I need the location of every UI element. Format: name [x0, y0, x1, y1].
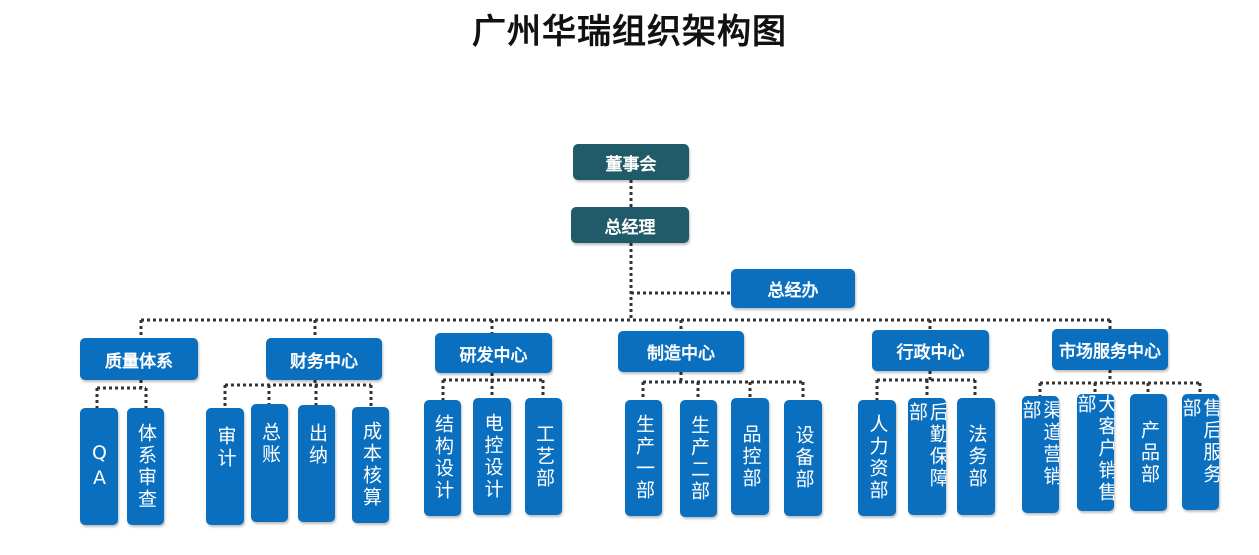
- node-process-dept: 工艺部: [525, 398, 562, 515]
- node-cashier: 出纳: [298, 405, 335, 522]
- node-board: 董事会: [573, 144, 689, 180]
- node-audit: 审计: [206, 408, 244, 525]
- node-general-manager: 总经理: [571, 207, 689, 243]
- node-structural-design: 结构设计: [424, 400, 461, 516]
- node-quality-control: 品控部: [731, 398, 769, 515]
- node-market-service-center: 市场服务中心: [1052, 329, 1168, 370]
- node-after-sales-service: 售后服务部: [1182, 394, 1219, 510]
- node-production-2: 生产二部: [680, 400, 717, 517]
- node-finance-center: 财务中心: [266, 338, 382, 380]
- node-production-1: 生产一部: [625, 400, 662, 516]
- node-legal-dept: 法务部: [957, 398, 995, 515]
- node-hr-dept: 人力资部: [858, 400, 896, 516]
- node-admin-center: 行政中心: [872, 330, 989, 371]
- node-rnd-center: 研发中心: [435, 333, 552, 373]
- node-system-review: 体系审查: [127, 408, 164, 525]
- node-equipment-dept: 设备部: [784, 400, 822, 516]
- node-electrical-design: 电控设计: [473, 398, 511, 515]
- node-qa: QA: [80, 408, 118, 525]
- chart-title: 广州华瑞组织架构图: [472, 12, 787, 52]
- node-key-account-sales: 大客户销售部: [1077, 394, 1114, 511]
- node-logistics-dept: 后勤保障部: [908, 398, 946, 515]
- node-quality-system: 质量体系: [80, 338, 198, 380]
- node-gm-office: 总经办: [731, 269, 855, 308]
- node-general-ledger: 总账: [251, 404, 288, 522]
- node-manufacturing-center: 制造中心: [618, 331, 744, 372]
- node-product-dept: 产品部: [1130, 394, 1167, 511]
- node-channel-marketing: 渠道营销部: [1022, 396, 1059, 513]
- node-cost-accounting: 成本核算: [352, 407, 389, 523]
